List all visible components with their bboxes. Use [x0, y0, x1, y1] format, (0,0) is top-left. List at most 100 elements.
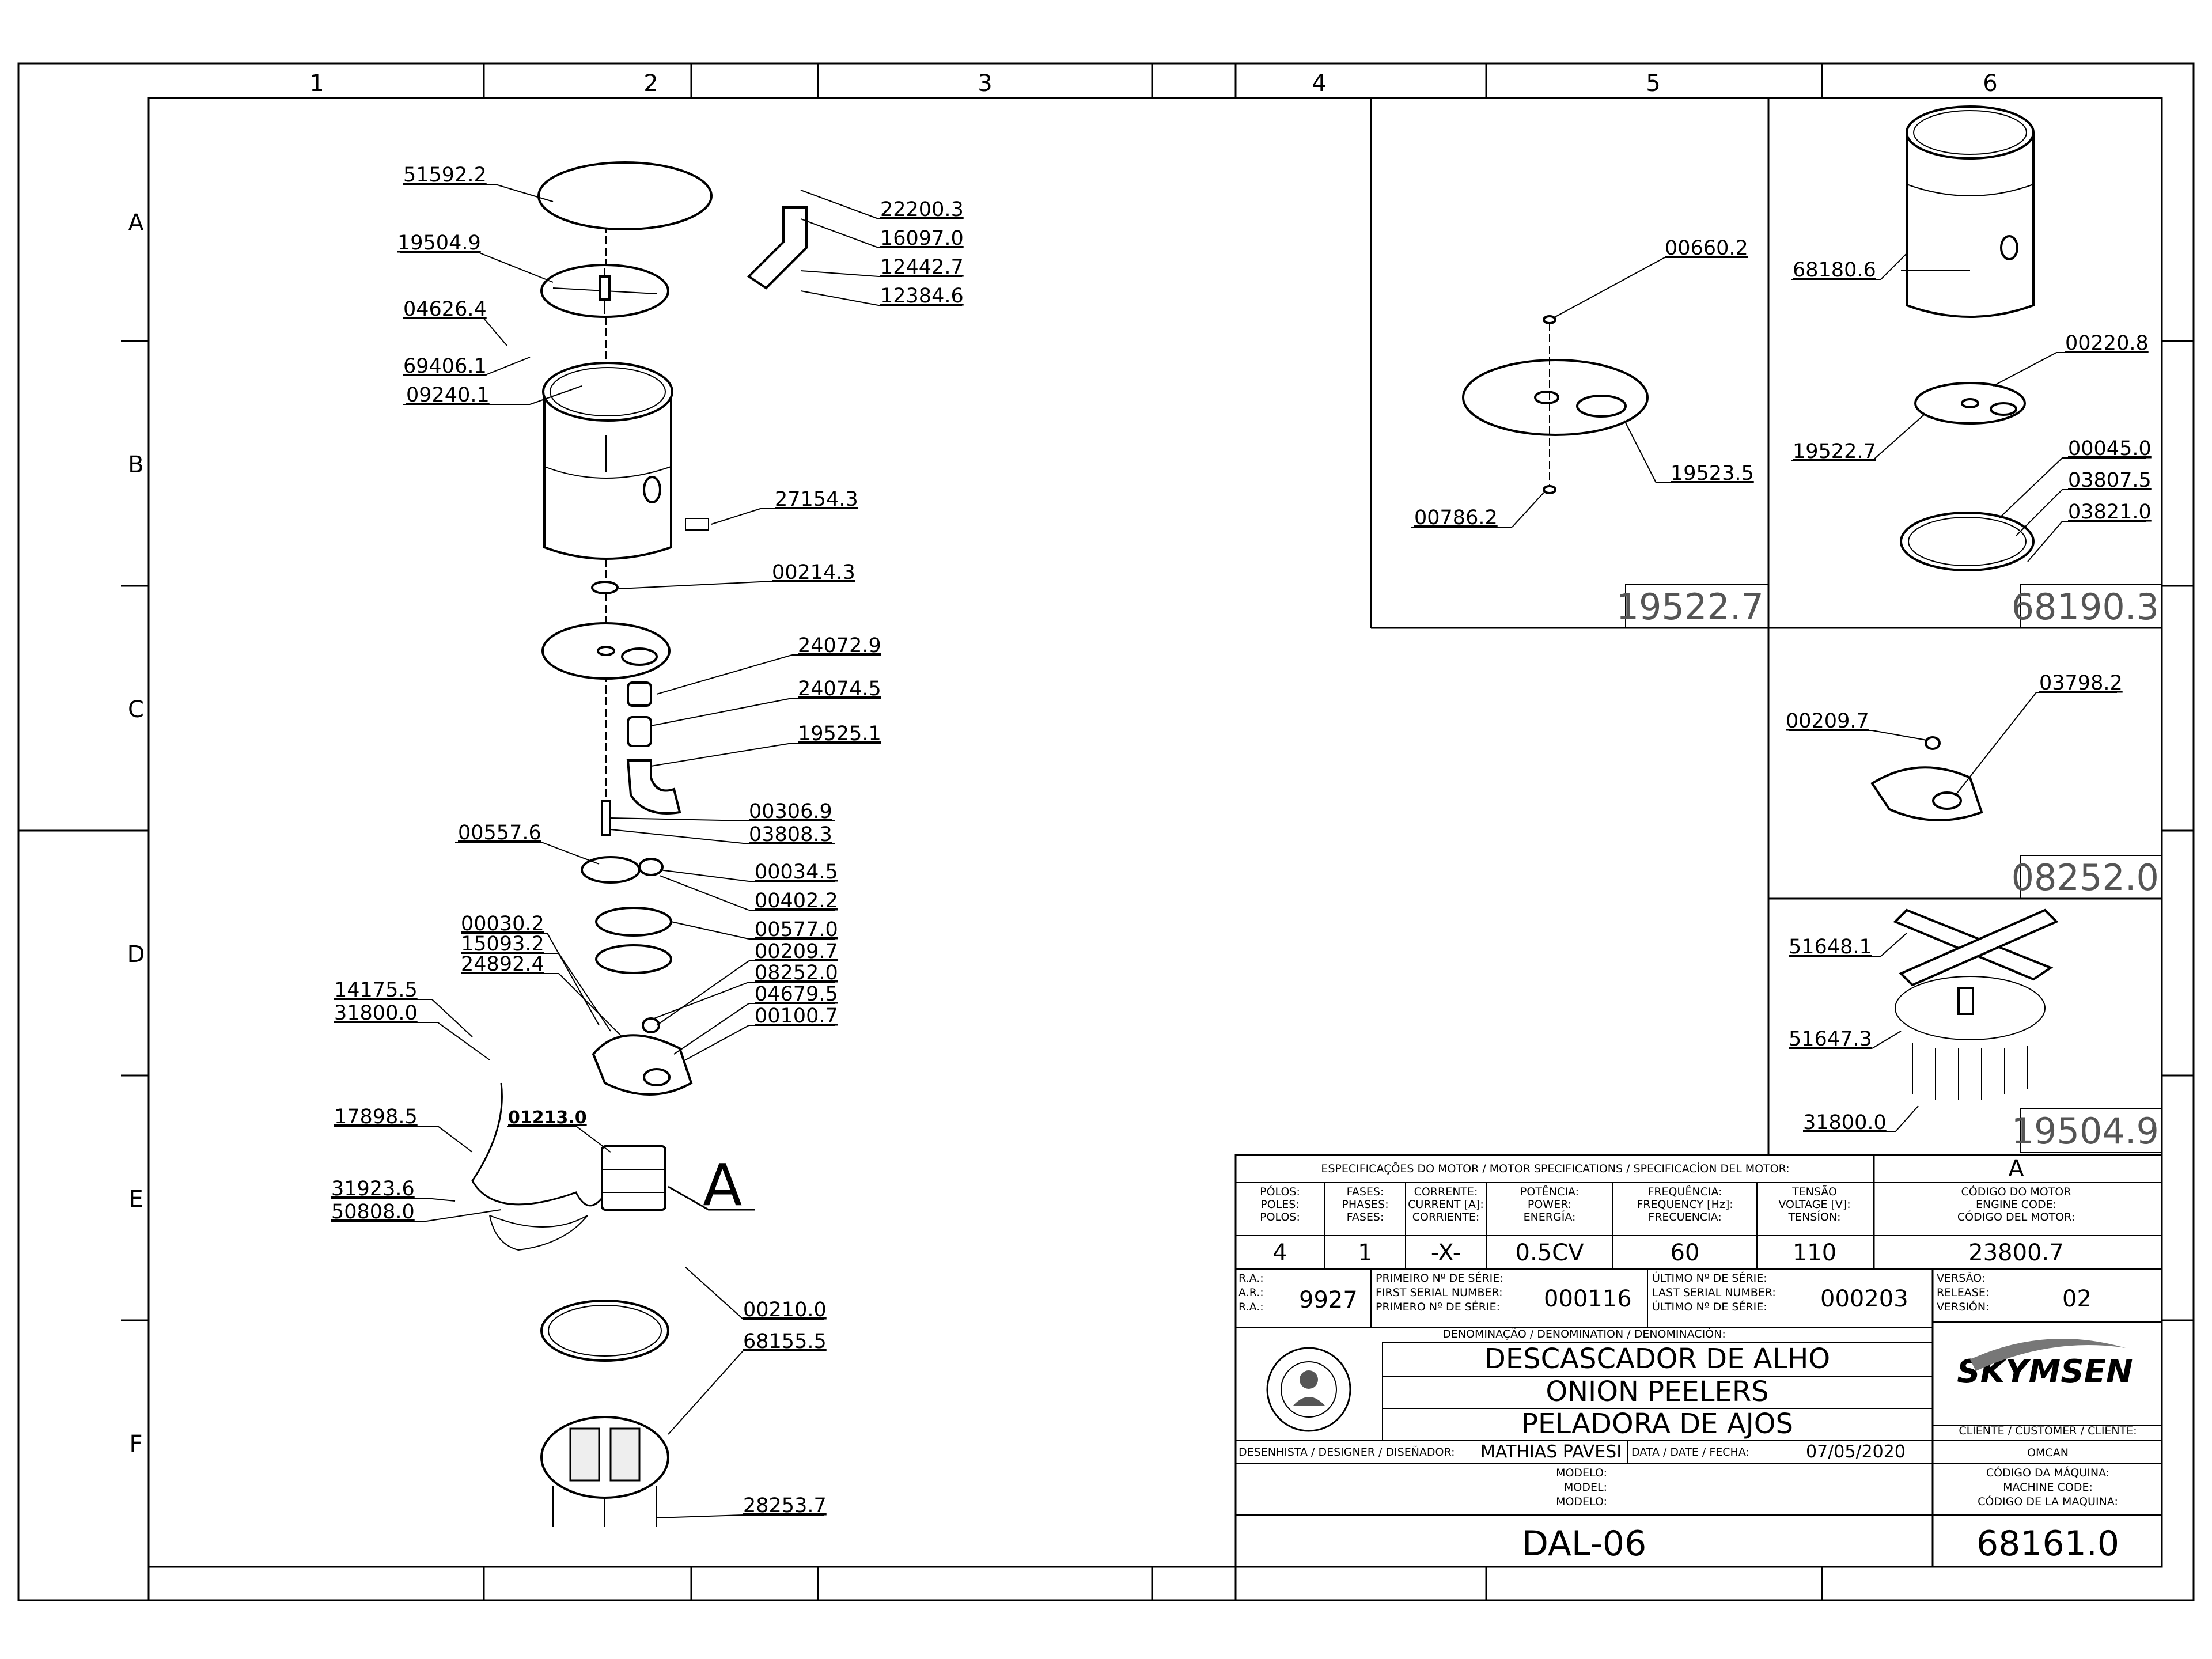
grid-col-5: 5 — [1646, 70, 1660, 97]
name-es: PELADORA DE AJOS — [1521, 1408, 1793, 1440]
grid-col-2: 2 — [643, 70, 658, 97]
detail3-ref: 08252.0 — [2012, 857, 2159, 899]
revision-letter: A — [2008, 1156, 2024, 1182]
callout-50808-0: 50808.0 — [331, 1200, 415, 1224]
grid-col-4: 4 — [1312, 70, 1326, 97]
detail-19504-9: 51648.1 51647.3 31800.0 19504.9 — [1789, 908, 2159, 1152]
callout-labels: 51592.2 19504.9 04626.4 69406.1 09240.1 … — [331, 164, 964, 1517]
view-marker-a: A — [703, 1152, 742, 1219]
svg-text:PRIMEIRO Nº DE SÉRIE:: PRIMEIRO Nº DE SÉRIE: — [1376, 1271, 1503, 1285]
svg-text:ENGINE CODE:: ENGINE CODE: — [1976, 1198, 2056, 1211]
callout-28253-7: 28253.7 — [743, 1494, 827, 1517]
grid-col-1: 1 — [309, 70, 324, 97]
poles-value: 4 — [1272, 1240, 1287, 1266]
callout-00557-6: 00557.6 — [458, 821, 541, 844]
grid-row-b: B — [128, 452, 143, 478]
chute-part — [747, 206, 808, 290]
callout-68155-5: 68155.5 — [743, 1330, 827, 1353]
svg-text:R.A.:: R.A.: — [1238, 1272, 1264, 1285]
title-block-text: ESPECIFICAÇÕES DO MOTOR / MOTOR SPECIFIC… — [1238, 1156, 2137, 1564]
callout-00100-7: 00100.7 — [755, 1005, 838, 1028]
svg-text:CORRIENTE:: CORRIENTE: — [1412, 1211, 1479, 1224]
callout-24074-5: 24074.5 — [798, 677, 881, 700]
date-label: DATA / DATE / FECHA: — [1631, 1446, 1749, 1459]
svg-text:VOLTAGE [V]:: VOLTAGE [V]: — [1778, 1198, 1850, 1211]
grid-row-c: C — [128, 696, 144, 723]
callout-01213-0: 01213.0 — [508, 1108, 587, 1128]
svg-text:CURRENT [A]:: CURRENT [A]: — [1408, 1198, 1484, 1211]
detail-08252-0: 03798.2 00209.7 08252.0 — [1786, 672, 2159, 899]
svg-text:MODELO:: MODELO: — [1556, 1467, 1607, 1479]
version-value: 02 — [2062, 1286, 2092, 1312]
callout-24892-4: 24892.4 — [461, 953, 544, 976]
callout-00209-7: 00209.7 — [755, 940, 838, 963]
detail2-callout-68180-6: 68180.6 — [1793, 259, 1876, 282]
detail2-callout-03807-5: 03807.5 — [2068, 469, 2152, 492]
grid-ticks — [18, 63, 2194, 1600]
grid-col-6: 6 — [1983, 70, 1997, 97]
designer-value: MATHIAS PAVESI — [1480, 1442, 1622, 1462]
svg-text:POWER:: POWER: — [1528, 1198, 1571, 1211]
name-pt: DESCASCADOR DE ALHO — [1484, 1343, 1830, 1375]
svg-text:FRECUENCIA:: FRECUENCIA: — [1648, 1211, 1721, 1224]
callout-69406-1: 69406.1 — [403, 355, 487, 378]
power-value: 0.5CV — [1516, 1240, 1585, 1266]
svg-text:POLOS:: POLOS: — [1260, 1211, 1300, 1224]
svg-text:POTÊNCIA:: POTÊNCIA: — [1520, 1185, 1579, 1198]
grid-row-e: E — [128, 1186, 143, 1213]
current-value: -X- — [1431, 1240, 1461, 1266]
svg-text:FASES:: FASES: — [1347, 1185, 1384, 1198]
callout-08252-0: 08252.0 — [755, 961, 838, 984]
detail4-callout-51648-1: 51648.1 — [1789, 935, 1872, 959]
svg-text:PÓLOS:: PÓLOS: — [1260, 1184, 1300, 1198]
svg-text:VERSÃO:: VERSÃO: — [1937, 1271, 1985, 1285]
svg-text:FIRST SERIAL NUMBER:: FIRST SERIAL NUMBER: — [1376, 1286, 1503, 1299]
callout-03808-3: 03808.3 — [749, 823, 832, 846]
grid-row-f: F — [129, 1431, 142, 1457]
grid-row-d: D — [127, 941, 145, 968]
svg-text:FREQUENCY [Hz]:: FREQUENCY [Hz]: — [1637, 1198, 1733, 1211]
callout-24072-9: 24072.9 — [798, 634, 881, 657]
drum-part — [543, 392, 672, 560]
exploded-view — [471, 161, 808, 1527]
svg-text:TENSÍON:: TENSÍON: — [1787, 1210, 1840, 1224]
detail1-ref: 19522.7 — [1616, 586, 1764, 628]
svg-text:MODELO:: MODELO: — [1556, 1495, 1607, 1508]
denomination-label: DENOMINAÇÃO / DENOMINATION / DENOMINACIÓ… — [1442, 1327, 1726, 1340]
callout-00214-3: 00214.3 — [772, 561, 855, 584]
grid-col-3: 3 — [978, 70, 992, 97]
svg-text:POLES:: POLES: — [1260, 1198, 1299, 1211]
svg-text:A.R.:: A.R.: — [1238, 1286, 1264, 1299]
phases-value: 1 — [1358, 1240, 1372, 1266]
detail3-callout-00209-7: 00209.7 — [1786, 710, 1869, 733]
detail3-callout-03798-2: 03798.2 — [2039, 672, 2123, 695]
detail4-ref: 19504.9 — [2012, 1110, 2159, 1152]
svg-text:MACHINE CODE:: MACHINE CODE: — [2003, 1481, 2093, 1494]
first-serial-value: 000116 — [1544, 1286, 1632, 1312]
base-plate-part — [592, 1034, 693, 1096]
callout-14175-5: 14175.5 — [334, 979, 418, 1002]
engine-code-value: 23800.7 — [1968, 1240, 2063, 1266]
detail2-callout-00220-8: 00220.8 — [2065, 332, 2149, 355]
callout-31800-0: 31800.0 — [334, 1002, 418, 1025]
svg-text:ÚLTIMO Nº DE SÉRIE:: ÚLTIMO Nº DE SÉRIE: — [1652, 1300, 1767, 1313]
svg-text:ÚLTIMO Nº DE SÉRIE:: ÚLTIMO Nº DE SÉRIE: — [1652, 1271, 1767, 1285]
svg-text:PRIMERO Nº DE SÉRIE:: PRIMERO Nº DE SÉRIE: — [1376, 1300, 1500, 1313]
ring-part — [540, 1300, 669, 1362]
detail2-callout-03821-0: 03821.0 — [2068, 501, 2152, 524]
detail-panels-frame — [1370, 98, 2162, 1155]
ra-value: 9927 — [1299, 1287, 1358, 1313]
outer-frame — [17, 62, 2195, 1601]
brand-swoosh-icon — [1970, 1339, 2126, 1371]
callout-12442-7: 12442.7 — [880, 256, 964, 279]
detail1-callout-00786-2: 00786.2 — [1414, 506, 1498, 529]
callout-17898-5: 17898.5 — [334, 1105, 418, 1128]
detail4-callout-31800-0: 31800.0 — [1803, 1111, 1887, 1134]
bottom-cover-part — [540, 1416, 669, 1499]
callout-27154-3: 27154.3 — [775, 488, 858, 511]
svg-text:R.A.:: R.A.: — [1238, 1301, 1264, 1313]
detail2-ref: 68190.3 — [2012, 586, 2159, 628]
callout-00306-9: 00306.9 — [749, 800, 832, 823]
svg-text:FASES:: FASES: — [1347, 1211, 1384, 1224]
